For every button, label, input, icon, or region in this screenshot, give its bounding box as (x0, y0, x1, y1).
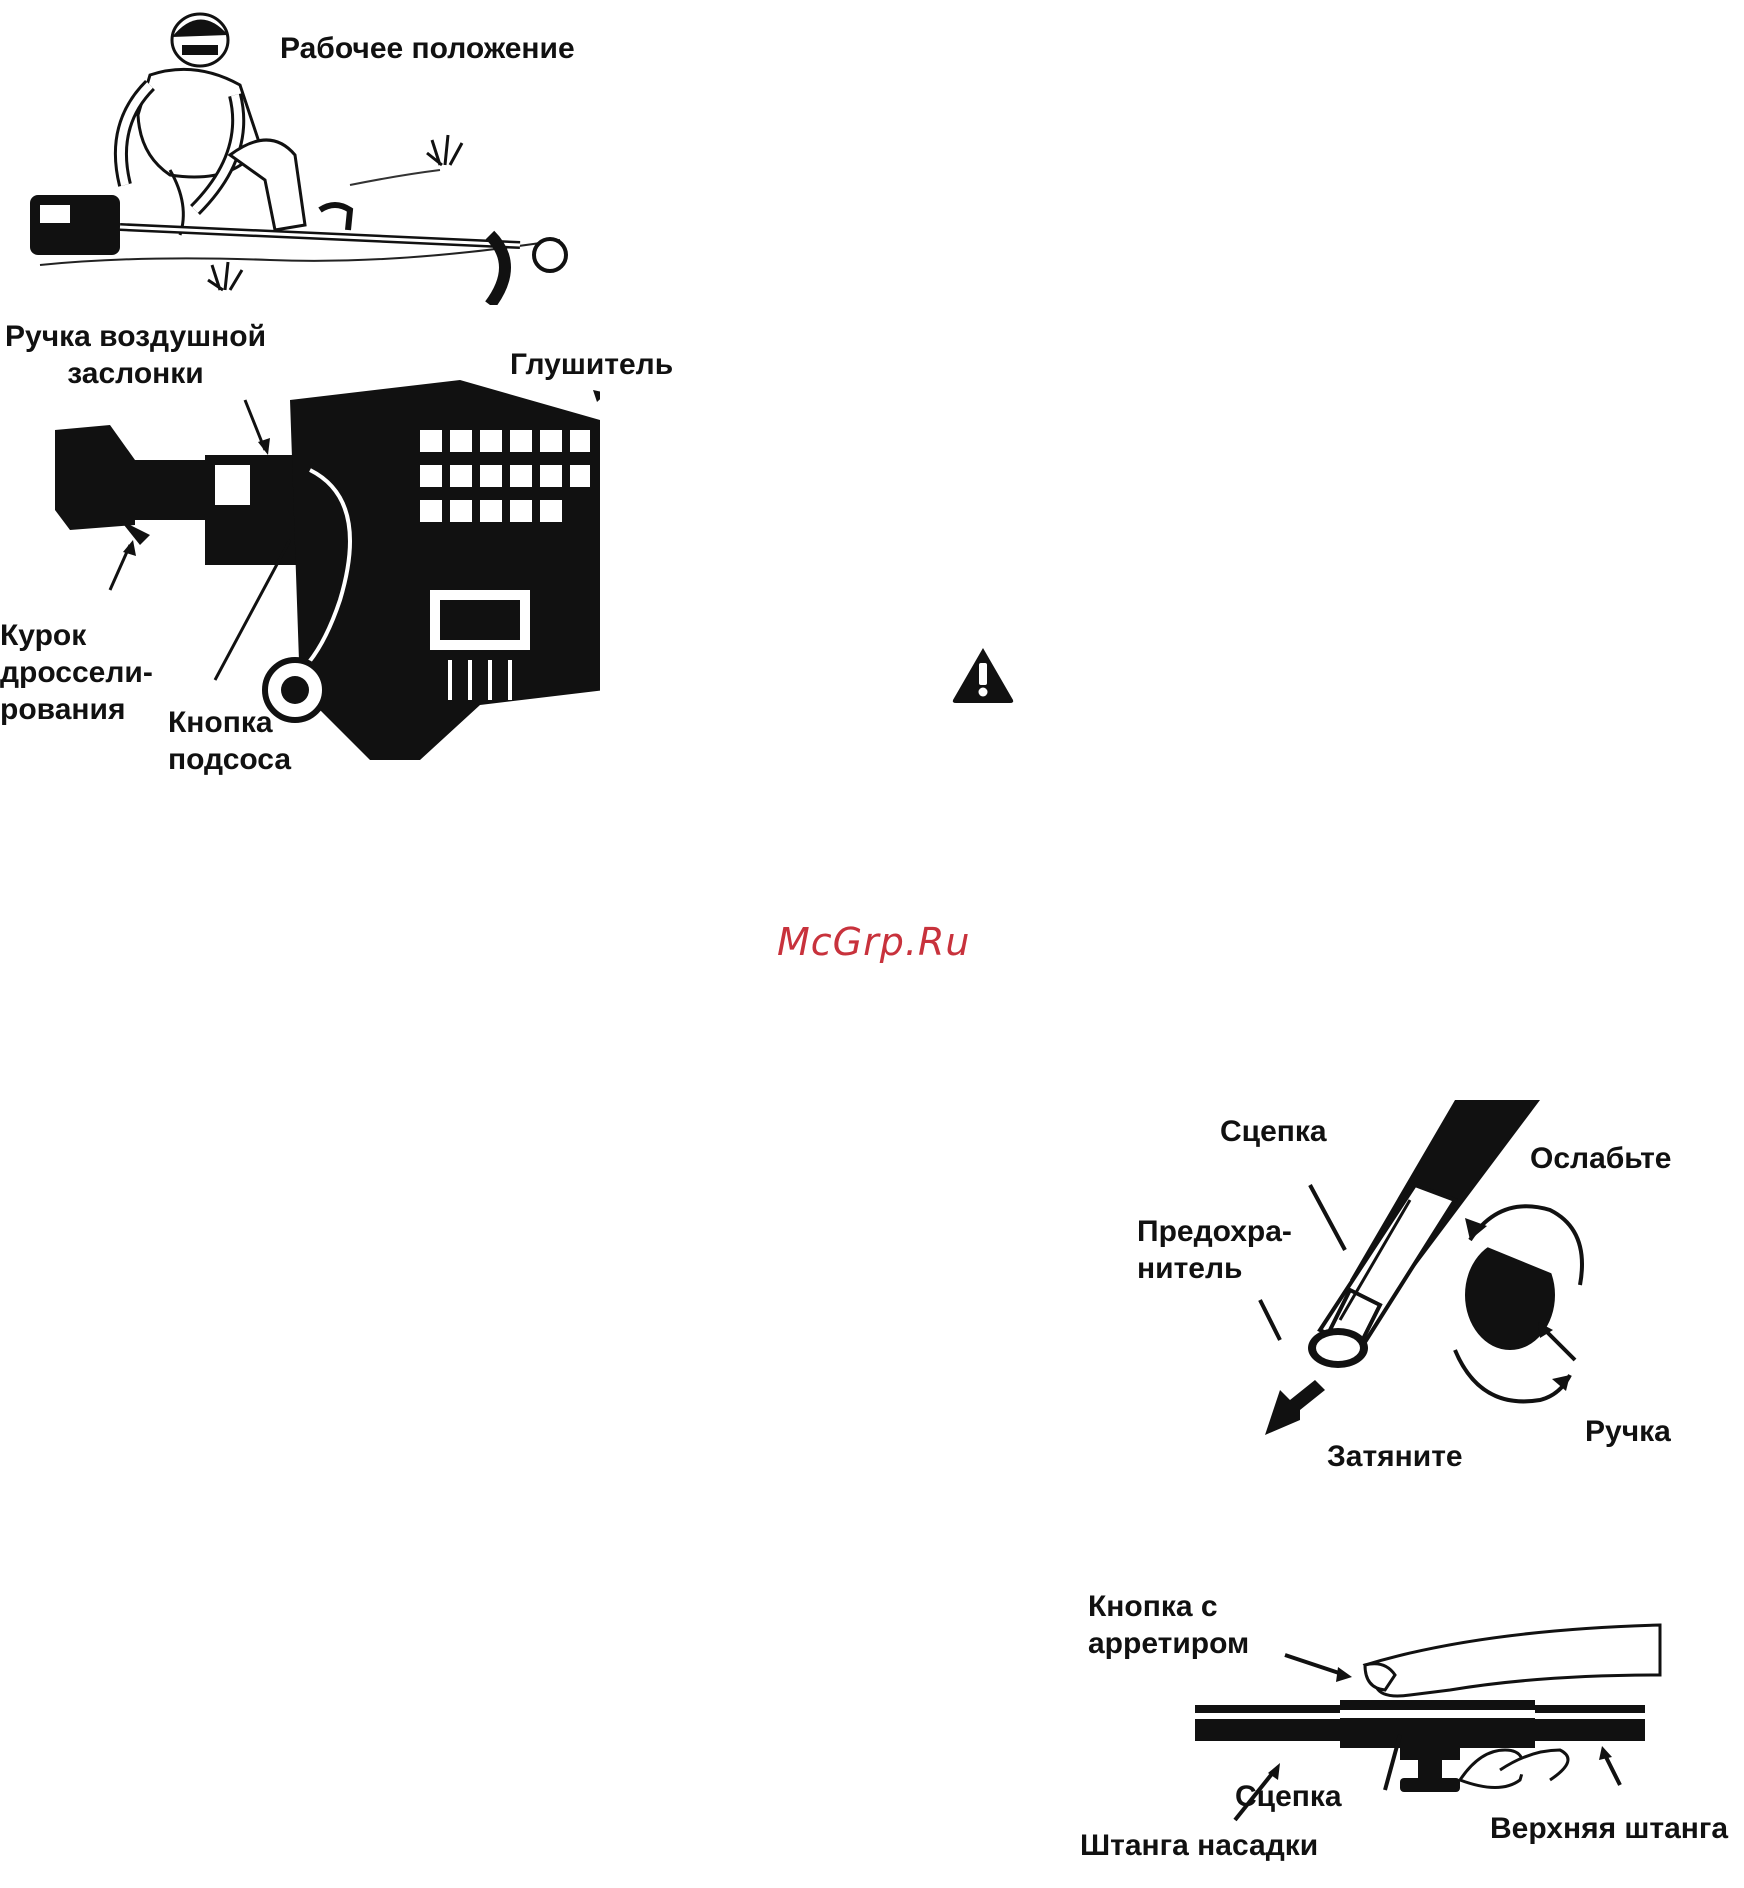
coupler-label: Сцепка (1220, 1113, 1327, 1150)
primer-label: Кнопка подсоса (168, 704, 291, 778)
loosen-label: Ослабьте (1530, 1140, 1671, 1177)
warning-triangle-icon (950, 645, 1016, 705)
knob-label: Ручка (1585, 1413, 1671, 1450)
release-coupler-label: Сцепка (1235, 1778, 1342, 1815)
choke-label: Ручка воздушной заслонки (5, 318, 266, 392)
tighten-label: Затяните (1327, 1438, 1463, 1475)
throttle-label: Курок дроссели- рования (0, 617, 153, 728)
release-button-label: Кнопка с арретиром (1088, 1588, 1249, 1662)
upper-shaft-label: Верхняя штанга (1490, 1810, 1728, 1847)
lower-shaft-label: Штанга насадки (1080, 1827, 1318, 1864)
watermark: McGrp.Ru (777, 920, 997, 964)
guard-label: Предохра- нитель (1137, 1213, 1292, 1287)
operating-position-title: Рабочее положение (280, 30, 575, 67)
muffler-label: Глушитель (510, 346, 673, 383)
